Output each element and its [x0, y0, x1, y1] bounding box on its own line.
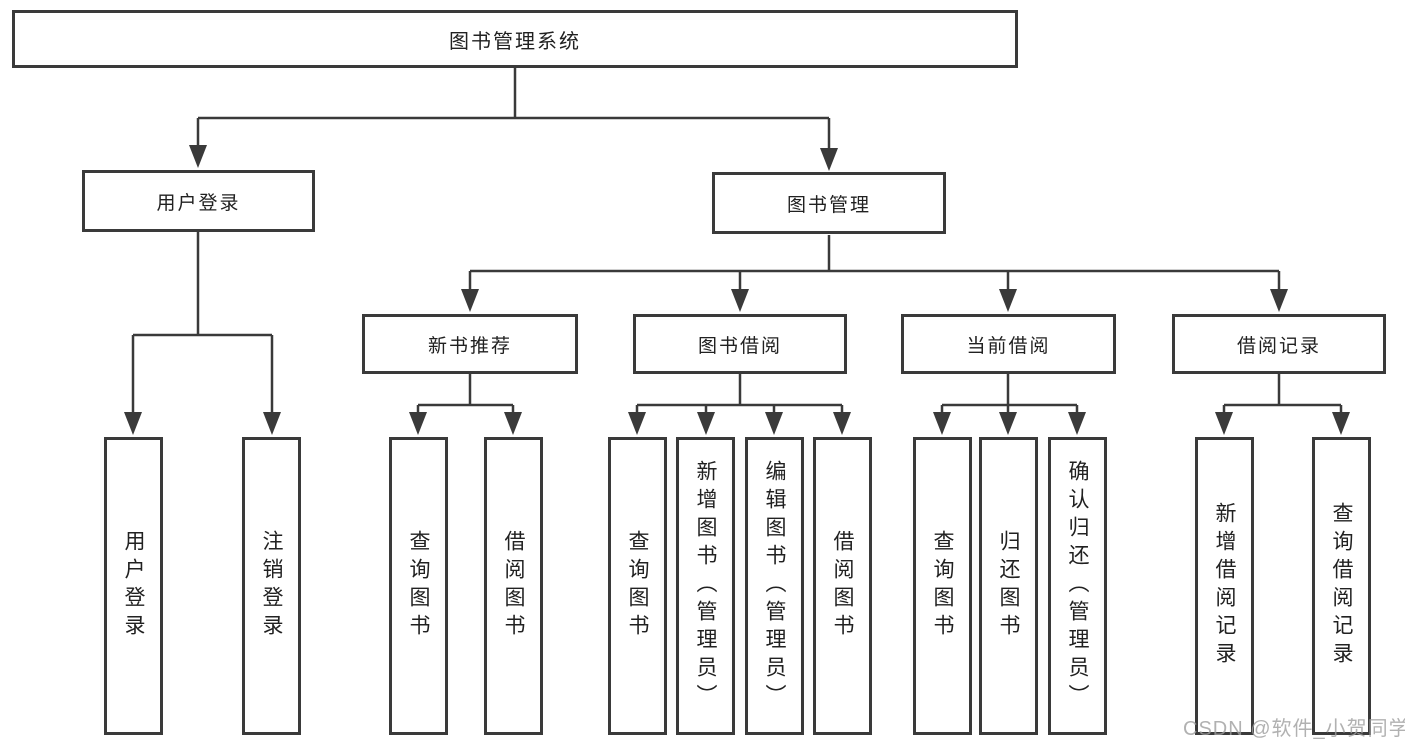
node-bb-add-label: 新增图书（管理员）: [694, 460, 717, 712]
csdn-watermark: CSDN @软件_小贺同学: [1183, 718, 1405, 740]
node-new-book-label: 新书推荐: [427, 335, 512, 357]
node-cb-query-label: 查询图书: [931, 530, 954, 642]
node-user-login-label: 用户登录: [122, 530, 145, 642]
node-logout-label: 注销登录: [260, 530, 283, 642]
node-new-book: 新书推荐: [362, 314, 578, 374]
node-br-query-label: 查询借阅记录: [1330, 502, 1353, 670]
node-login-label: 用户登录: [156, 192, 241, 214]
node-nb-query: 查询图书: [389, 437, 448, 735]
node-br-add: 新增借阅记录: [1195, 437, 1254, 735]
node-bb-query: 查询图书: [608, 437, 667, 735]
node-nb-query-label: 查询图书: [407, 530, 430, 642]
node-login: 用户登录: [82, 170, 315, 232]
node-bb-edit: 编辑图书（管理员）: [745, 437, 804, 735]
node-bb-edit-label: 编辑图书（管理员）: [763, 460, 786, 712]
node-logout: 注销登录: [242, 437, 301, 735]
node-br-query: 查询借阅记录: [1312, 437, 1371, 735]
node-bb-add: 新增图书（管理员）: [676, 437, 735, 735]
node-borrow-records: 借阅记录: [1172, 314, 1386, 374]
node-borrow-records-label: 借阅记录: [1236, 335, 1321, 357]
node-book-borrow-label: 图书借阅: [697, 335, 782, 357]
node-root-label: 图书管理系统: [449, 30, 581, 53]
node-br-add-label: 新增借阅记录: [1213, 502, 1236, 670]
node-bb-query-label: 查询图书: [626, 530, 649, 642]
node-nb-borrow-label: 借阅图书: [502, 530, 525, 642]
node-cb-confirm-label: 确认归还（管理员）: [1066, 460, 1089, 712]
node-book-mgmt-label: 图书管理: [786, 194, 871, 216]
node-root: 图书管理系统: [12, 10, 1018, 68]
arrowheads: [124, 145, 1350, 435]
node-cb-confirm: 确认归还（管理员）: [1048, 437, 1107, 735]
node-book-mgmt: 图书管理: [712, 172, 946, 234]
node-cb-query: 查询图书: [913, 437, 972, 735]
node-bb-borrow: 借阅图书: [813, 437, 872, 735]
node-cb-return-label: 归还图书: [997, 530, 1020, 642]
connector-paths: [131, 68, 1343, 414]
node-current-borrow: 当前借阅: [901, 314, 1116, 374]
node-cb-return: 归还图书: [979, 437, 1038, 735]
node-book-borrow: 图书借阅: [633, 314, 847, 374]
node-nb-borrow: 借阅图书: [484, 437, 543, 735]
node-user-login: 用户登录: [104, 437, 163, 735]
node-current-borrow-label: 当前借阅: [966, 335, 1051, 357]
node-bb-borrow-label: 借阅图书: [831, 530, 854, 642]
